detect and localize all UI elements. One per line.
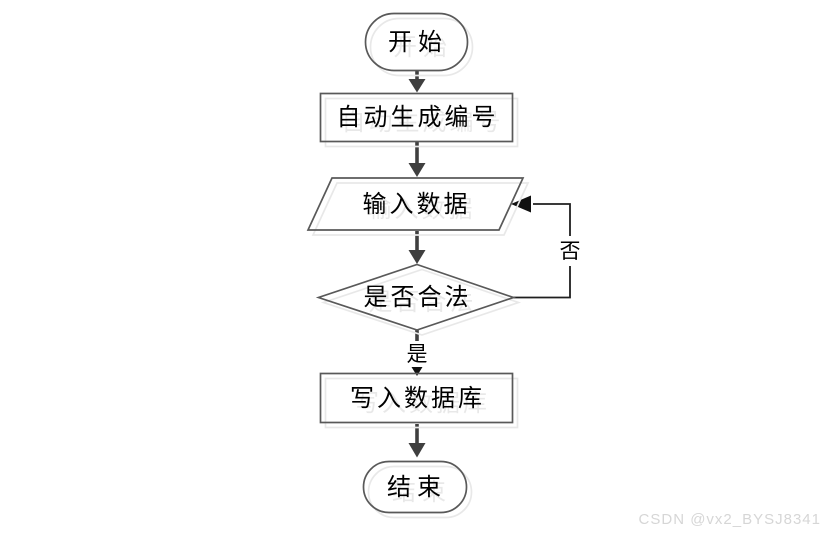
edge-write-to-end [408, 424, 426, 458]
node-end: 结束 [362, 460, 468, 514]
input-output-shape [306, 177, 525, 231]
terminator-shape [364, 12, 469, 72]
loopback-line-lower [513, 266, 571, 299]
node-write-db: 写入数据库 [319, 372, 514, 424]
arrowhead-left-icon [511, 195, 531, 213]
decision-shape [315, 263, 517, 331]
process-shape [319, 372, 514, 424]
node-input-data-label: 输入数据 [363, 191, 471, 218]
edge-validate-yes: 是 [407, 330, 428, 376]
watermark: CSDN @vx2_BYSJ8341 [639, 511, 821, 528]
node-validate-label: 是否合法 [364, 284, 472, 311]
edge-input-to-validate [408, 231, 426, 264]
edge-start-to-auto-number [408, 70, 426, 93]
no-edge-label: 否 [560, 239, 581, 263]
process-shape [319, 92, 514, 143]
node-validate: 是否合法 [315, 263, 517, 331]
arrowhead-down-icon [408, 250, 426, 264]
loopback-line-upper [533, 203, 571, 236]
node-input-data: 输入数据 [306, 177, 525, 231]
arrowhead-down-icon [411, 367, 423, 376]
node-write-db-label: 写入数据库 [350, 385, 485, 412]
node-auto-number-label: 自动生成编号 [337, 104, 499, 131]
arrowhead-down-icon [408, 443, 426, 458]
yes-edge-label: 是 [407, 342, 428, 366]
terminator-shape [362, 460, 468, 514]
arrowhead-down-icon [408, 79, 426, 93]
node-auto-number: 自动生成编号 [319, 92, 514, 143]
edge-validate-no-loopback: 否 [511, 195, 581, 299]
arrowhead-down-icon [408, 163, 426, 177]
edge-auto-number-to-input [408, 142, 426, 177]
node-start: 开始 [364, 12, 469, 72]
node-start-label: 开始 [388, 29, 448, 56]
node-end-label: 结束 [387, 474, 447, 501]
